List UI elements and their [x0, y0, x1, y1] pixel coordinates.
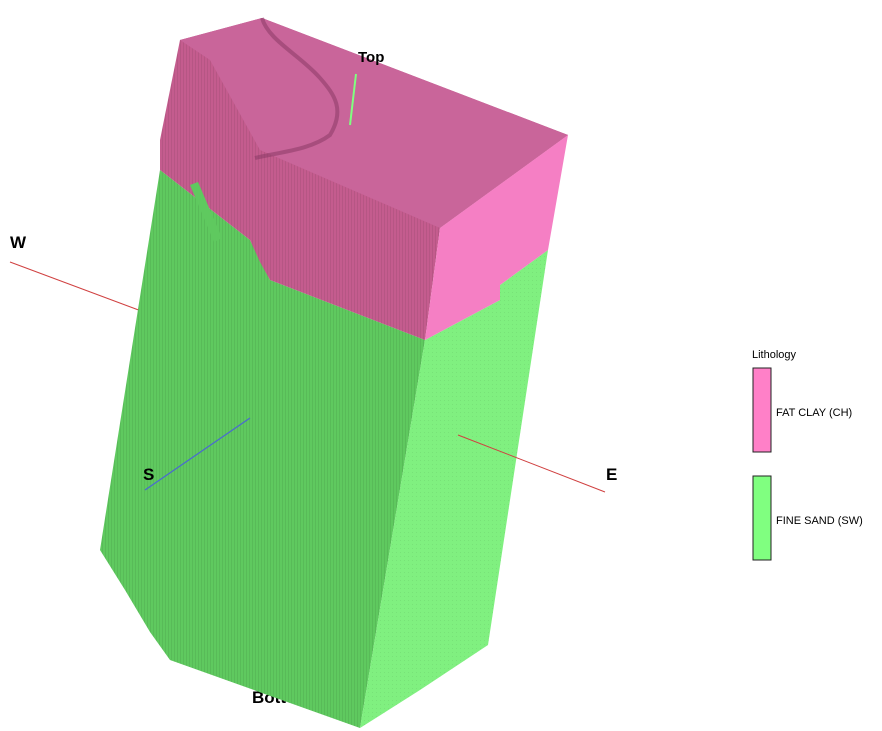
sand-right-texture: [360, 250, 548, 728]
legend-swatch-fat-clay: [752, 367, 772, 453]
legend-title: Lithology: [752, 349, 797, 361]
west-axis-label: W: [10, 233, 27, 252]
top-axis-label: Top: [358, 49, 384, 66]
clay-top-channel: [254, 17, 340, 160]
east-axis-line: [457, 434, 606, 493]
south-axis-line: [144, 417, 251, 491]
sand-front-texture: [100, 170, 425, 728]
legend-label-fine-sand: FINE SAND (SW): [776, 515, 863, 527]
south-axis-label: S: [143, 465, 154, 484]
legend-label-fat-clay: FAT CLAY (CH): [776, 407, 852, 419]
clay-layer-top-face: [180, 18, 568, 228]
clay-layer-right-face: [425, 135, 568, 340]
lithology-legend: Lithology FAT CLAY (CH) FINE SAND (SW): [752, 349, 863, 561]
east-axis-label: E: [606, 465, 617, 484]
west-east-axis-line: [9, 261, 161, 319]
sand-inlay-in-clay: [190, 182, 222, 242]
top-axis-line: [349, 73, 357, 126]
legend-swatch-fine-sand: [752, 475, 772, 561]
